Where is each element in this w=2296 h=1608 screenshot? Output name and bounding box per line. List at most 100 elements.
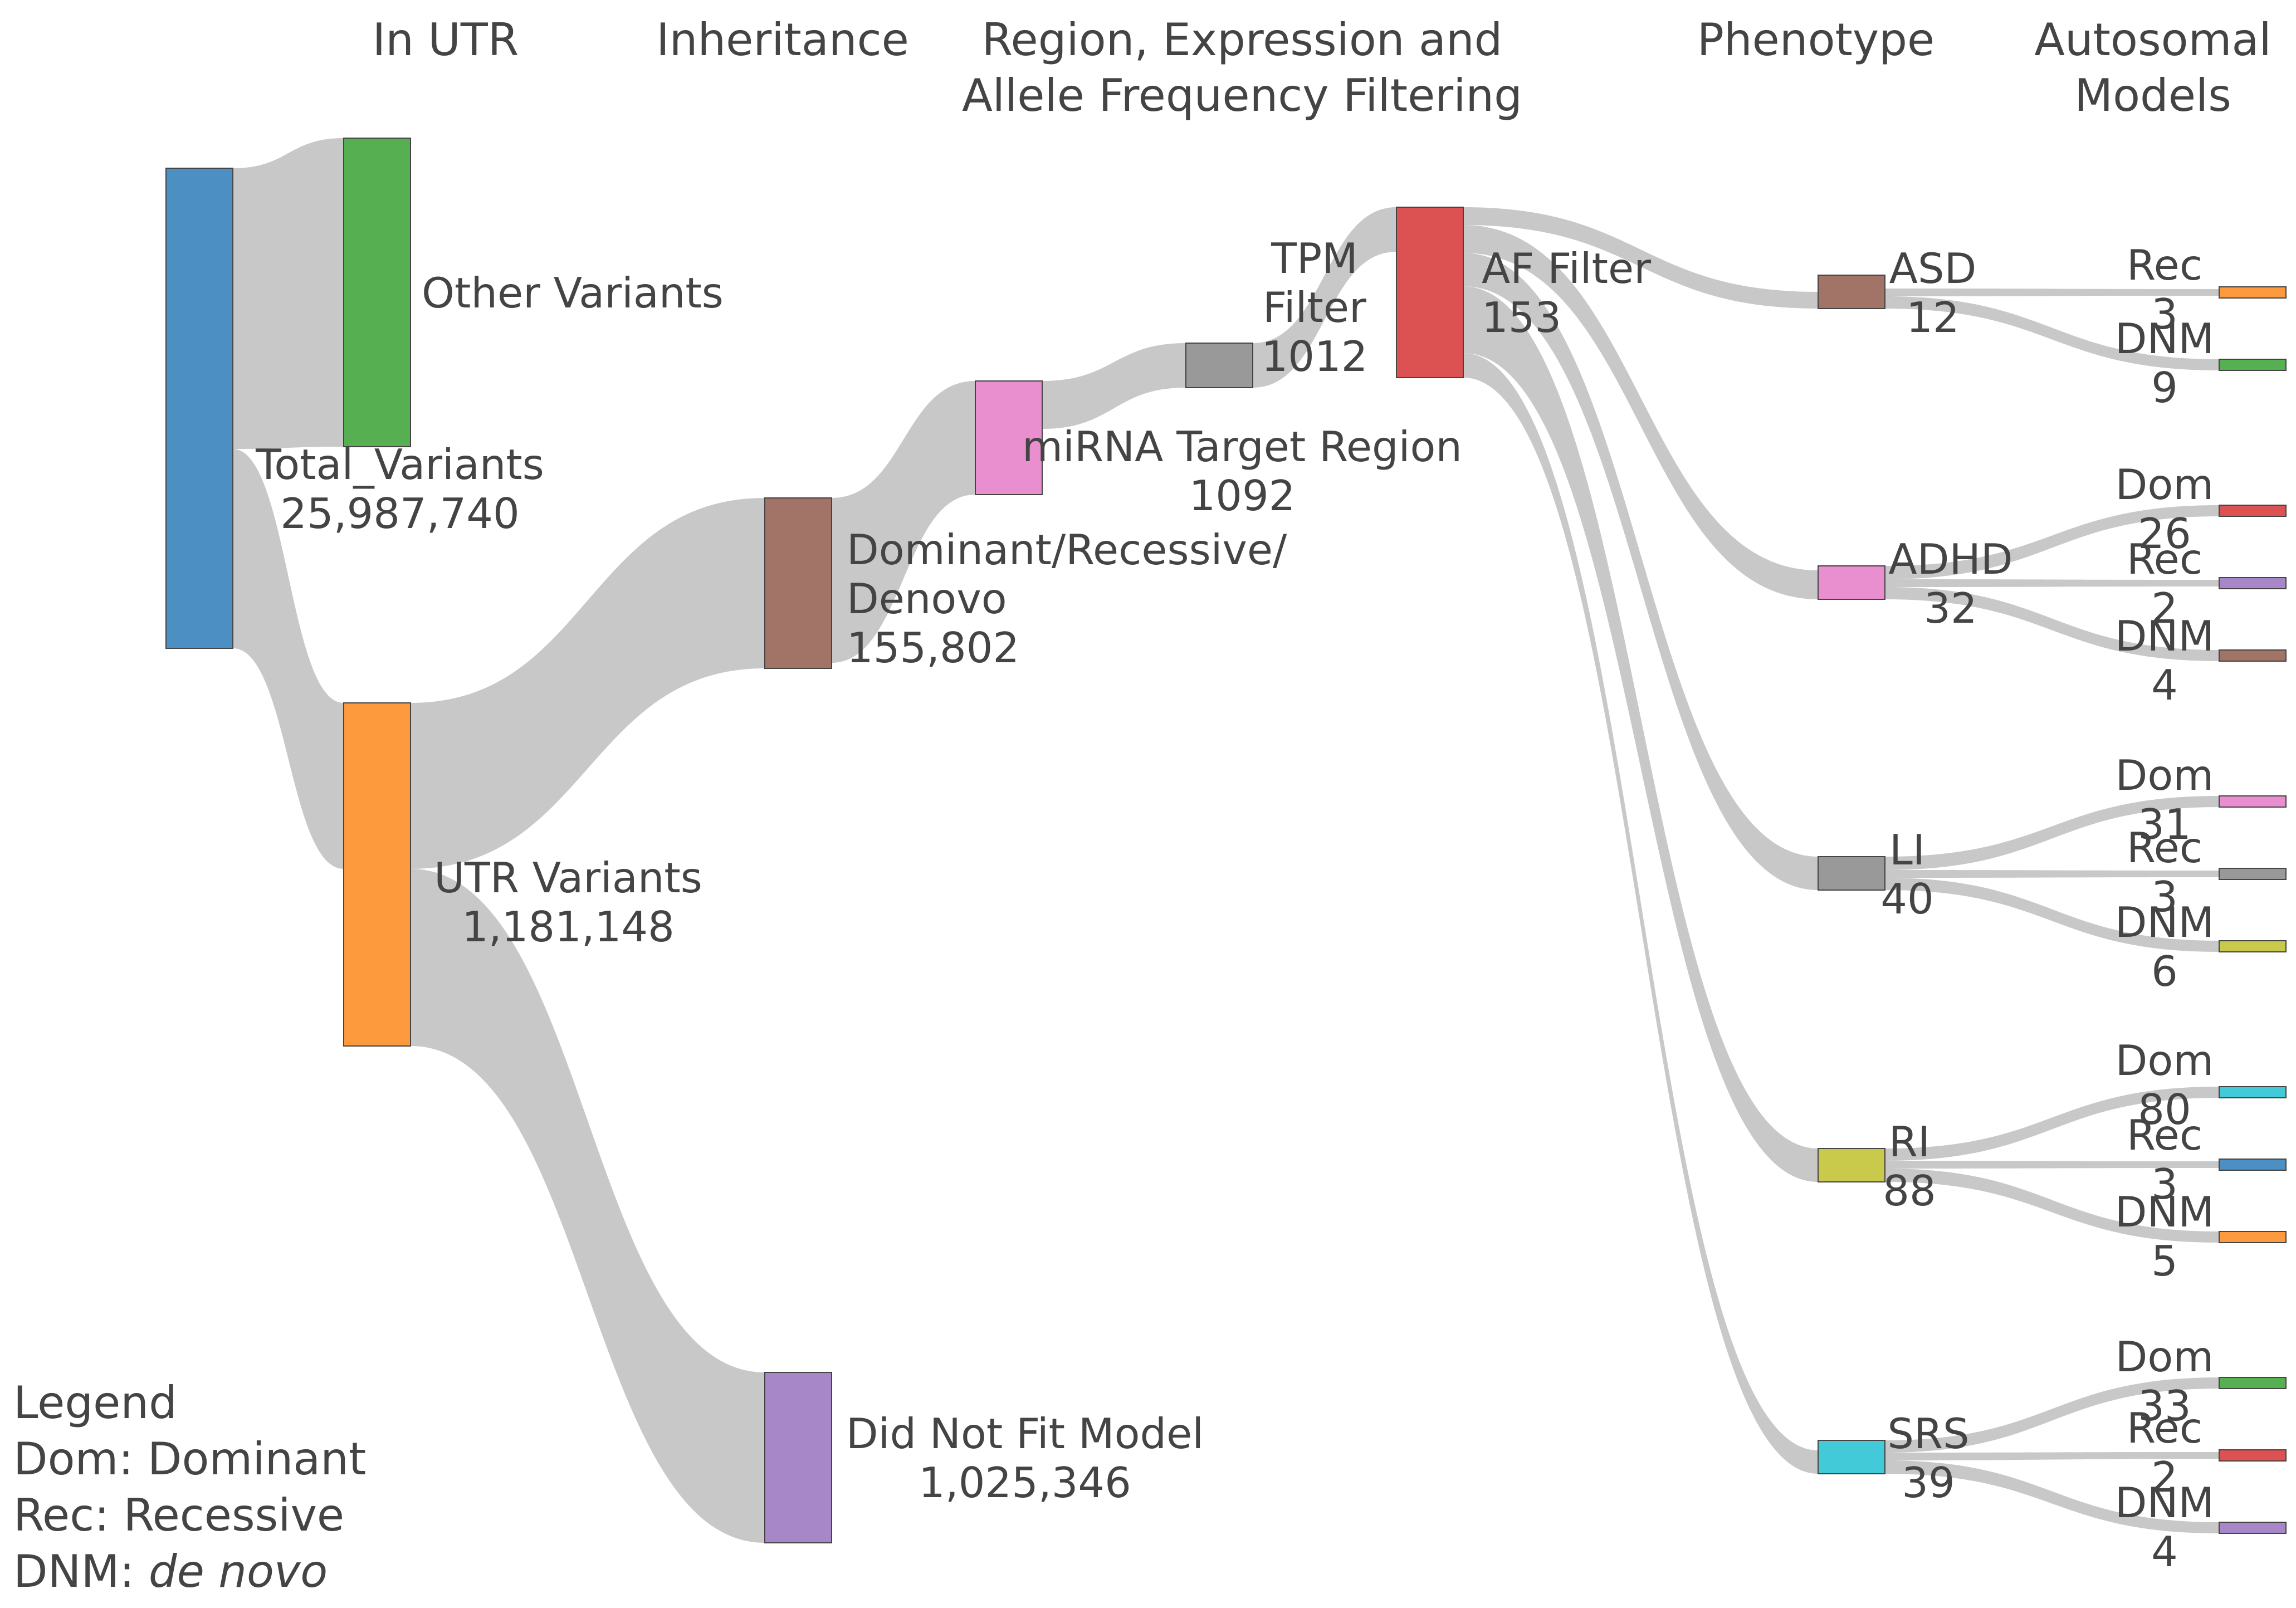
node-label-adhd_dnm-line-0: DNM bbox=[2115, 612, 2215, 661]
node-other[interactable] bbox=[343, 138, 411, 447]
link-adhd-to-adhd_dom bbox=[1885, 505, 2219, 579]
column-title-in-utr-text: In UTR bbox=[372, 14, 519, 66]
node-adhd_dnm[interactable] bbox=[2219, 649, 2287, 662]
link-li-to-li_rec bbox=[1885, 870, 2219, 878]
legend-dnm-prefix: DNM: bbox=[13, 1546, 149, 1597]
node-label-adhd-line-1: 32 bbox=[1924, 584, 1977, 633]
node-notfit[interactable] bbox=[764, 1372, 832, 1543]
node-label-ri-line-1: 88 bbox=[1883, 1166, 1936, 1215]
link-li-to-li_dom bbox=[1885, 796, 2219, 870]
node-adhd_dom[interactable] bbox=[2219, 505, 2287, 517]
node-label-af-line-1: 153 bbox=[1482, 293, 1561, 342]
node-asd_rec[interactable] bbox=[2219, 286, 2287, 299]
node-label-adhd-line-0: ADHD bbox=[1888, 535, 2012, 584]
node-asd[interactable] bbox=[1818, 275, 1885, 309]
node-li_dom[interactable] bbox=[2219, 795, 2287, 808]
node-label-ri_dom-line-0: Dom bbox=[2116, 1036, 2214, 1085]
legend-dnm: DNM: de novo bbox=[13, 1543, 366, 1600]
legend-dom: Dom: Dominant bbox=[13, 1433, 367, 1485]
node-mirna[interactable] bbox=[975, 380, 1043, 495]
node-label-ri_dnm-line-0: DNM bbox=[2115, 1187, 2215, 1236]
link-af-to-adhd bbox=[1463, 225, 1818, 599]
node-label-notfit-line-0: Did Not Fit Model bbox=[846, 1409, 1204, 1458]
link-mirna-to-tpm bbox=[1042, 343, 1186, 429]
node-label-adhd_dom-line-1: 26 bbox=[2138, 509, 2191, 558]
node-ri_dom[interactable] bbox=[2219, 1086, 2287, 1098]
node-label-inherit-line-2: 155,802 bbox=[847, 623, 1019, 672]
link-inherit-to-mirna bbox=[832, 381, 975, 663]
node-label-asd_rec-line-0: Rec bbox=[2127, 241, 2202, 290]
node-label-srs-line-1: 39 bbox=[1902, 1458, 1955, 1507]
node-label-ri_dnm-line-1: 5 bbox=[2151, 1236, 2178, 1286]
link-utr-to-inherit bbox=[411, 498, 765, 869]
node-label-ri_dom-line-1: 80 bbox=[2138, 1085, 2191, 1134]
node-label-srs-line-0: SRS bbox=[1887, 1409, 1969, 1458]
column-title-autosomal-models: Autosomal Models bbox=[2016, 12, 2289, 124]
node-label-tpm-line-1: Filter bbox=[1263, 283, 1366, 332]
node-srs[interactable] bbox=[1818, 1440, 1885, 1474]
node-asd_dnm[interactable] bbox=[2219, 359, 2287, 371]
node-label-li_dom-line-0: Dom bbox=[2116, 751, 2214, 800]
node-label-asd_rec-line-1: 3 bbox=[2151, 290, 2178, 339]
node-label-li_dnm-line-0: DNM bbox=[2115, 898, 2215, 947]
node-label-inherit-line-0: Dominant/Recessive/ bbox=[847, 525, 1287, 574]
node-label-other: Other Variants bbox=[422, 268, 724, 317]
node-label-adhd_rec-line-1: 2 bbox=[2151, 584, 2178, 633]
column-title-autosomal-line2: Models bbox=[2074, 70, 2231, 121]
node-tpm[interactable] bbox=[1185, 343, 1253, 388]
node-label-total-line-0: Total_Variants bbox=[255, 440, 544, 489]
node-srs_dnm[interactable] bbox=[2219, 1522, 2287, 1534]
node-label-srs_dom-line-0: Dom bbox=[2116, 1332, 2214, 1381]
link-li-to-li_dnm bbox=[1885, 878, 2219, 952]
node-li[interactable] bbox=[1818, 856, 1885, 891]
link-adhd-to-adhd_rec bbox=[1885, 579, 2219, 587]
node-label-asd-line-1: 12 bbox=[1906, 293, 1959, 342]
node-utr[interactable] bbox=[343, 702, 411, 1047]
node-label-asd-line-0: ASD bbox=[1889, 244, 1977, 293]
node-ri_rec[interactable] bbox=[2219, 1159, 2287, 1171]
node-label-srs_dnm-line-1: 4 bbox=[2151, 1527, 2178, 1576]
node-ri_dnm[interactable] bbox=[2219, 1231, 2287, 1243]
node-inherit[interactable] bbox=[764, 497, 832, 669]
node-li_dnm[interactable] bbox=[2219, 940, 2287, 952]
link-tpm-to-af bbox=[1253, 207, 1396, 388]
node-adhd_rec[interactable] bbox=[2219, 577, 2287, 589]
link-asd-to-asd_dnm bbox=[1885, 296, 2219, 370]
link-ri-to-ri_dom bbox=[1885, 1087, 2219, 1161]
node-ri[interactable] bbox=[1818, 1148, 1885, 1182]
node-label-other-line-0: Other Variants bbox=[422, 268, 724, 317]
node-srs_dom[interactable] bbox=[2219, 1377, 2287, 1389]
legend-title: Legend bbox=[13, 1377, 177, 1429]
link-total-to-utr bbox=[233, 449, 344, 869]
node-label-li_rec-line-0: Rec bbox=[2127, 823, 2202, 872]
node-af[interactable] bbox=[1396, 207, 1464, 378]
column-title-phenotype: Phenotype bbox=[1649, 12, 1983, 68]
node-li_rec[interactable] bbox=[2219, 868, 2287, 880]
column-title-inheritance: Inheritance bbox=[615, 12, 950, 68]
node-adhd[interactable] bbox=[1818, 565, 1885, 600]
link-af-to-li bbox=[1463, 253, 1818, 890]
node-label-srs_rec-line-1: 2 bbox=[2151, 1453, 2178, 1502]
node-srs_rec[interactable] bbox=[2219, 1449, 2287, 1462]
node-label-mirna-line-1: 1092 bbox=[1189, 471, 1296, 520]
node-label-notfit-line-1: 1,025,346 bbox=[919, 1458, 1131, 1507]
node-label-ri_rec-line-0: Rec bbox=[2127, 1111, 2202, 1160]
node-total[interactable] bbox=[165, 168, 233, 649]
